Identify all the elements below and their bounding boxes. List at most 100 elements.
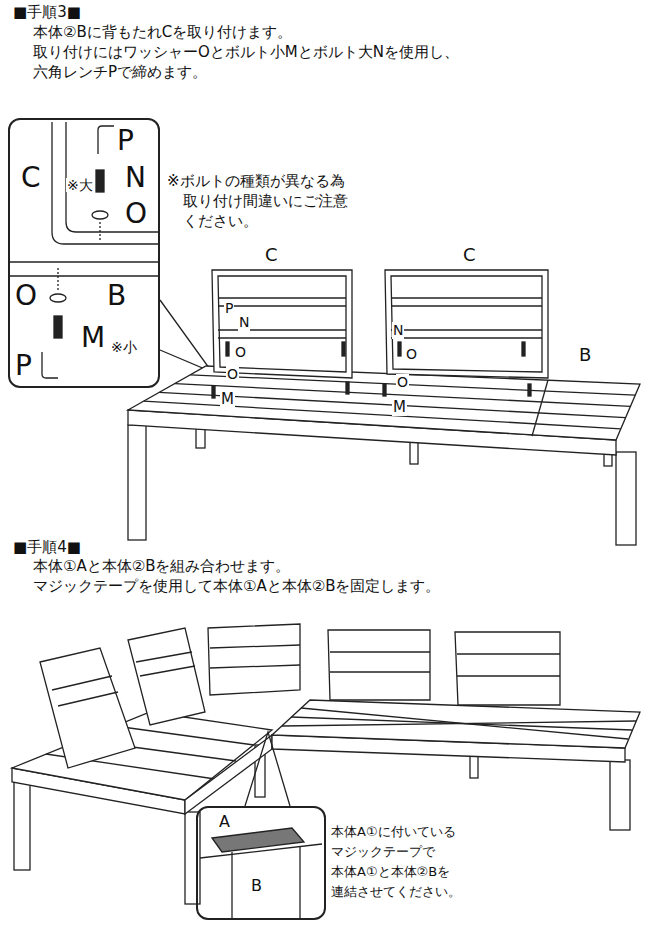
label-text: B: [578, 344, 592, 366]
sofa-drawing: [457, 653, 560, 654]
inset-drawing: [98, 126, 114, 154]
bench-drawing: [128, 270, 640, 545]
sofa-drawing: [210, 665, 300, 668]
label-text: 本体①Aと本体②Bを組み合わせます。: [32, 557, 291, 575]
part-label: O: [124, 200, 148, 228]
callout-inset: PC※大NOOBM※小P: [8, 118, 160, 388]
bench-drawing: [398, 342, 401, 356]
sofa-drawing: [115, 726, 254, 745]
label-text: 本体②Bに背もたれCを取り付けます。: [32, 23, 293, 41]
label-text: 本体A①に付いている: [330, 824, 457, 840]
label-text: マジックテープで: [330, 844, 436, 860]
sofa-drawing: [128, 628, 205, 725]
inset-drawing: [66, 122, 160, 232]
label-text: M: [220, 390, 235, 408]
inset-drawing: [8, 275, 160, 276]
part-label: P: [14, 352, 33, 380]
bench-drawing: [383, 384, 386, 396]
label-text: 六角レンチPで締めます。: [32, 63, 208, 81]
label-text: C: [264, 244, 279, 266]
inset-drawing: [99, 222, 100, 240]
sofa-drawing: [12, 624, 640, 904]
bench-drawing: [342, 342, 345, 356]
sofa-drawing: [330, 671, 430, 672]
bench-drawing: [218, 276, 346, 372]
sofa-drawing: [610, 760, 630, 830]
bench-drawing: [391, 276, 542, 372]
label-text: 連結させてください。: [330, 884, 462, 900]
part-label: C: [20, 164, 42, 192]
sofa-drawing: [52, 676, 112, 690]
tape-inset-drawing: [212, 828, 304, 852]
label-text: ※ボルトの種類が異なる為: [166, 172, 346, 190]
label-text: O: [405, 346, 418, 363]
sofa-drawing: [140, 666, 195, 676]
sofa-drawing: [40, 648, 135, 768]
label-text: N: [392, 322, 404, 339]
sofa-drawing: [208, 624, 300, 695]
sofa-drawing: [58, 692, 118, 706]
bench-drawing: [391, 305, 542, 306]
bench-drawing: [391, 329, 542, 330]
bench-drawing: [196, 428, 205, 448]
inset-drawing: [52, 122, 160, 244]
callout-inset: AB: [196, 806, 326, 920]
tape-inset-drawing: [200, 828, 322, 918]
sofa-drawing: [272, 700, 640, 748]
tape-inset-drawing: [299, 846, 300, 918]
bench-drawing: [391, 337, 542, 338]
label-text: O: [234, 344, 247, 361]
bench-drawing: [190, 375, 635, 395]
sofa-drawing: [136, 652, 192, 662]
sofa-drawing: [245, 732, 290, 806]
bench-drawing: [218, 297, 346, 298]
bench-drawing: [385, 270, 548, 378]
inset-drawing: [92, 211, 108, 219]
part-label: M: [80, 324, 106, 352]
sofa-drawing: [210, 645, 300, 648]
sofa-drawing: [328, 630, 430, 700]
bench-drawing: [218, 337, 346, 338]
label-text: 本体A①と本体②Bを: [330, 864, 451, 880]
label-text: O: [396, 374, 409, 391]
part-label: N: [124, 164, 147, 192]
part-label: P: [116, 127, 135, 155]
label-text: C: [462, 244, 477, 266]
tape-inset-drawing: [231, 852, 232, 918]
bench-drawing: [212, 270, 352, 378]
part-label: B: [106, 282, 127, 310]
label-text: M: [392, 398, 407, 416]
sofa-drawing: [330, 651, 430, 652]
part-label: B: [250, 878, 263, 894]
bench-drawing: [212, 386, 215, 398]
bench-drawing: [226, 342, 229, 356]
bench-drawing: [346, 382, 349, 394]
sofa-drawing: [301, 708, 628, 739]
label-text: ■手順4■: [12, 538, 82, 556]
label-text: O: [226, 366, 239, 383]
label-text: N: [238, 314, 250, 331]
bench-drawing: [528, 384, 531, 396]
sofa-drawing: [455, 632, 560, 705]
label-text: 取り付けにはワッシャーOとボルト小Mとボルト大Nを使用し、: [32, 43, 460, 61]
bench-drawing: [410, 440, 418, 464]
inset-drawing: [8, 122, 212, 378]
part-label: A: [218, 814, 231, 830]
bench-drawing: [532, 380, 548, 436]
part-label: ※小: [110, 340, 138, 354]
part-label: ※大: [66, 178, 94, 192]
tape-inset-drawing: [200, 844, 322, 858]
sofa-drawing: [470, 754, 478, 778]
part-label: O: [14, 282, 38, 310]
bench-drawing: [128, 425, 146, 540]
label-text: P: [224, 300, 234, 317]
bench-drawing: [128, 366, 640, 440]
label-text: 取り付け間違いにご注意: [182, 192, 349, 210]
bench-drawing: [212, 342, 531, 398]
inset-drawing: [42, 352, 58, 378]
inset-drawing: [57, 268, 58, 292]
sofa-drawing: [12, 712, 272, 800]
bench-drawing: [144, 401, 621, 429]
